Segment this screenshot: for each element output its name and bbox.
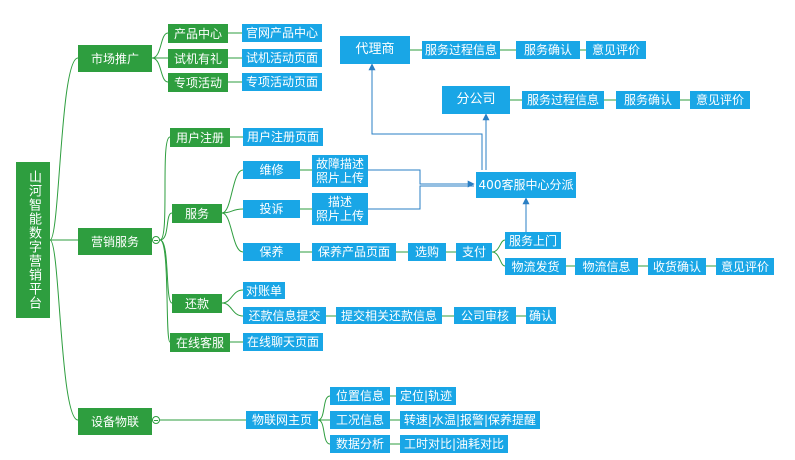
collapse-toggle-icon[interactable]: [152, 416, 160, 424]
trial-event-page[interactable]: 试机活动页面: [242, 49, 322, 67]
user-register-page[interactable]: 用户注册页面: [243, 128, 323, 146]
statement-node[interactable]: 对账单: [243, 282, 285, 299]
shipping-node[interactable]: 物流发货: [505, 258, 566, 275]
payment-node[interactable]: 支付: [456, 243, 492, 261]
iot-home-node[interactable]: 物联网主页: [246, 411, 318, 429]
product-center-node[interactable]: 产品中心: [168, 24, 228, 43]
repayment-node[interactable]: 还款: [172, 294, 222, 313]
submit-repayment-info-node[interactable]: 提交相关还款信息: [336, 307, 442, 324]
repair-node[interactable]: 维修: [243, 161, 300, 179]
branch-service-confirm-node[interactable]: 服务确认: [616, 91, 680, 109]
product-center-page[interactable]: 官网产品中心: [242, 24, 322, 42]
repayment-submit-node[interactable]: 还款信息提交: [243, 307, 326, 324]
collapse-toggle-icon[interactable]: [152, 236, 160, 244]
special-event-node[interactable]: 专项活动: [168, 73, 228, 92]
branch-feedback-node[interactable]: 意见评价: [690, 91, 750, 109]
company-audit-node[interactable]: 公司审核: [454, 307, 516, 324]
call-center-dispatch-node[interactable]: 400客服中心分派: [476, 172, 576, 198]
feedback-node[interactable]: 意见评价: [716, 258, 774, 275]
receipt-confirm-node[interactable]: 收货确认: [648, 258, 706, 275]
location-info-node[interactable]: 位置信息: [330, 387, 390, 405]
work-status-detail-node[interactable]: 转速|水温|报警|保养提醒: [400, 411, 540, 429]
special-event-page[interactable]: 专项活动页面: [242, 73, 322, 91]
market-promotion-node[interactable]: 市场推广: [78, 45, 152, 72]
agent-service-info-node[interactable]: 服务过程信息: [422, 41, 500, 59]
device-iot-node[interactable]: 设备物联: [78, 408, 152, 435]
agent-service-confirm-node[interactable]: 服务确认: [516, 41, 580, 59]
data-analysis-detail-node[interactable]: 工时对比|油耗对比: [400, 435, 508, 453]
fault-description-label: 故障描述: [315, 157, 364, 171]
agent-node[interactable]: 代理商: [340, 36, 410, 64]
location-detail-node[interactable]: 定位|轨迹: [396, 387, 456, 405]
confirm-node[interactable]: 确认: [526, 307, 556, 324]
purchase-node[interactable]: 选购: [408, 243, 446, 261]
data-analysis-node[interactable]: 数据分析: [330, 435, 390, 453]
marketing-service-node[interactable]: 营销服务: [78, 228, 152, 255]
branch-service-info-node[interactable]: 服务过程信息: [522, 91, 604, 109]
photo-upload-label: 照片上传: [315, 209, 364, 223]
work-status-node[interactable]: 工况信息: [330, 411, 390, 429]
repair-detail[interactable]: 故障描述 照片上传: [312, 155, 368, 187]
agent-feedback-node[interactable]: 意见评价: [586, 41, 646, 59]
maintenance-node[interactable]: 保养: [243, 243, 300, 261]
online-chat-page[interactable]: 在线聊天页面: [243, 333, 323, 351]
branch-office-node[interactable]: 分公司: [442, 86, 510, 114]
description-label: 描述: [327, 195, 352, 209]
online-support-node[interactable]: 在线客服: [170, 333, 230, 352]
logistics-info-node[interactable]: 物流信息: [575, 258, 638, 275]
complaint-detail[interactable]: 描述 照片上传: [312, 193, 368, 225]
service-node[interactable]: 服务: [172, 204, 222, 223]
root-platform[interactable]: 山河智能数字营销平台: [16, 162, 50, 318]
complaint-node[interactable]: 投诉: [243, 200, 300, 218]
maintenance-product-page[interactable]: 保养产品页面: [312, 243, 396, 261]
user-register-node[interactable]: 用户注册: [170, 128, 230, 147]
trial-gift-node[interactable]: 试机有礼: [168, 49, 228, 68]
onsite-service-node[interactable]: 服务上门: [505, 232, 561, 249]
photo-upload-label: 照片上传: [315, 171, 364, 185]
